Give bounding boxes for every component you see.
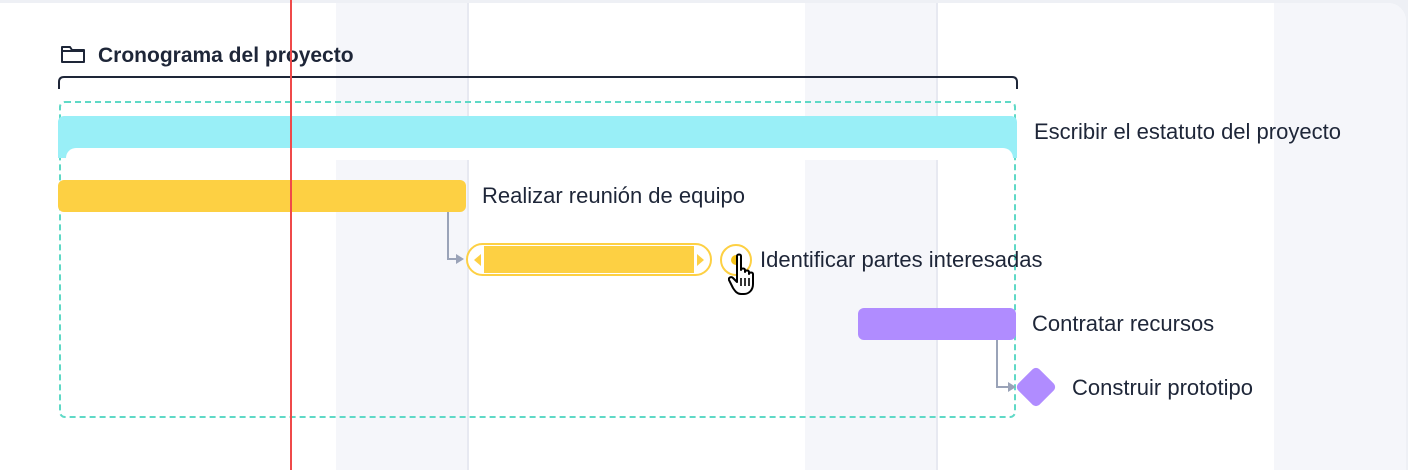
task-label-team-meeting: Realizar reunión de equipo xyxy=(482,183,745,208)
summary-bar-notch xyxy=(66,148,1013,160)
task-label-charter: Escribir el estatuto del proyecto xyxy=(1034,119,1341,144)
grid-line xyxy=(467,3,469,470)
task-bar-team-meeting[interactable] xyxy=(58,180,466,212)
weekend-shade xyxy=(1274,3,1406,470)
group-selection-outline xyxy=(59,101,1016,418)
grid-line xyxy=(936,3,938,470)
task-label-stakeholders: Identificar partes interesadas xyxy=(760,247,1043,272)
task-label-hire-resources: Contratar recursos xyxy=(1032,311,1215,336)
task-bar-stakeholders[interactable] xyxy=(466,243,712,276)
today-marker xyxy=(290,0,292,470)
resize-handle-left-icon[interactable] xyxy=(474,254,481,266)
weekend-shade xyxy=(336,3,468,470)
timeline-canvas[interactable] xyxy=(0,3,1406,470)
task-bar-fill xyxy=(484,246,694,273)
group-bracket xyxy=(58,76,1018,89)
hand-pointer-cursor-icon xyxy=(728,253,754,295)
task-label-prototype: Construir prototipo xyxy=(1072,375,1253,400)
project-title: Cronograma del proyecto xyxy=(98,44,354,67)
resize-handle-right-icon[interactable] xyxy=(697,254,704,266)
folder-icon xyxy=(60,44,86,69)
weekend-shade xyxy=(805,3,938,470)
project-group-header[interactable]: Cronograma del proyecto xyxy=(60,42,354,70)
task-bar-hire-resources[interactable] xyxy=(858,308,1016,340)
